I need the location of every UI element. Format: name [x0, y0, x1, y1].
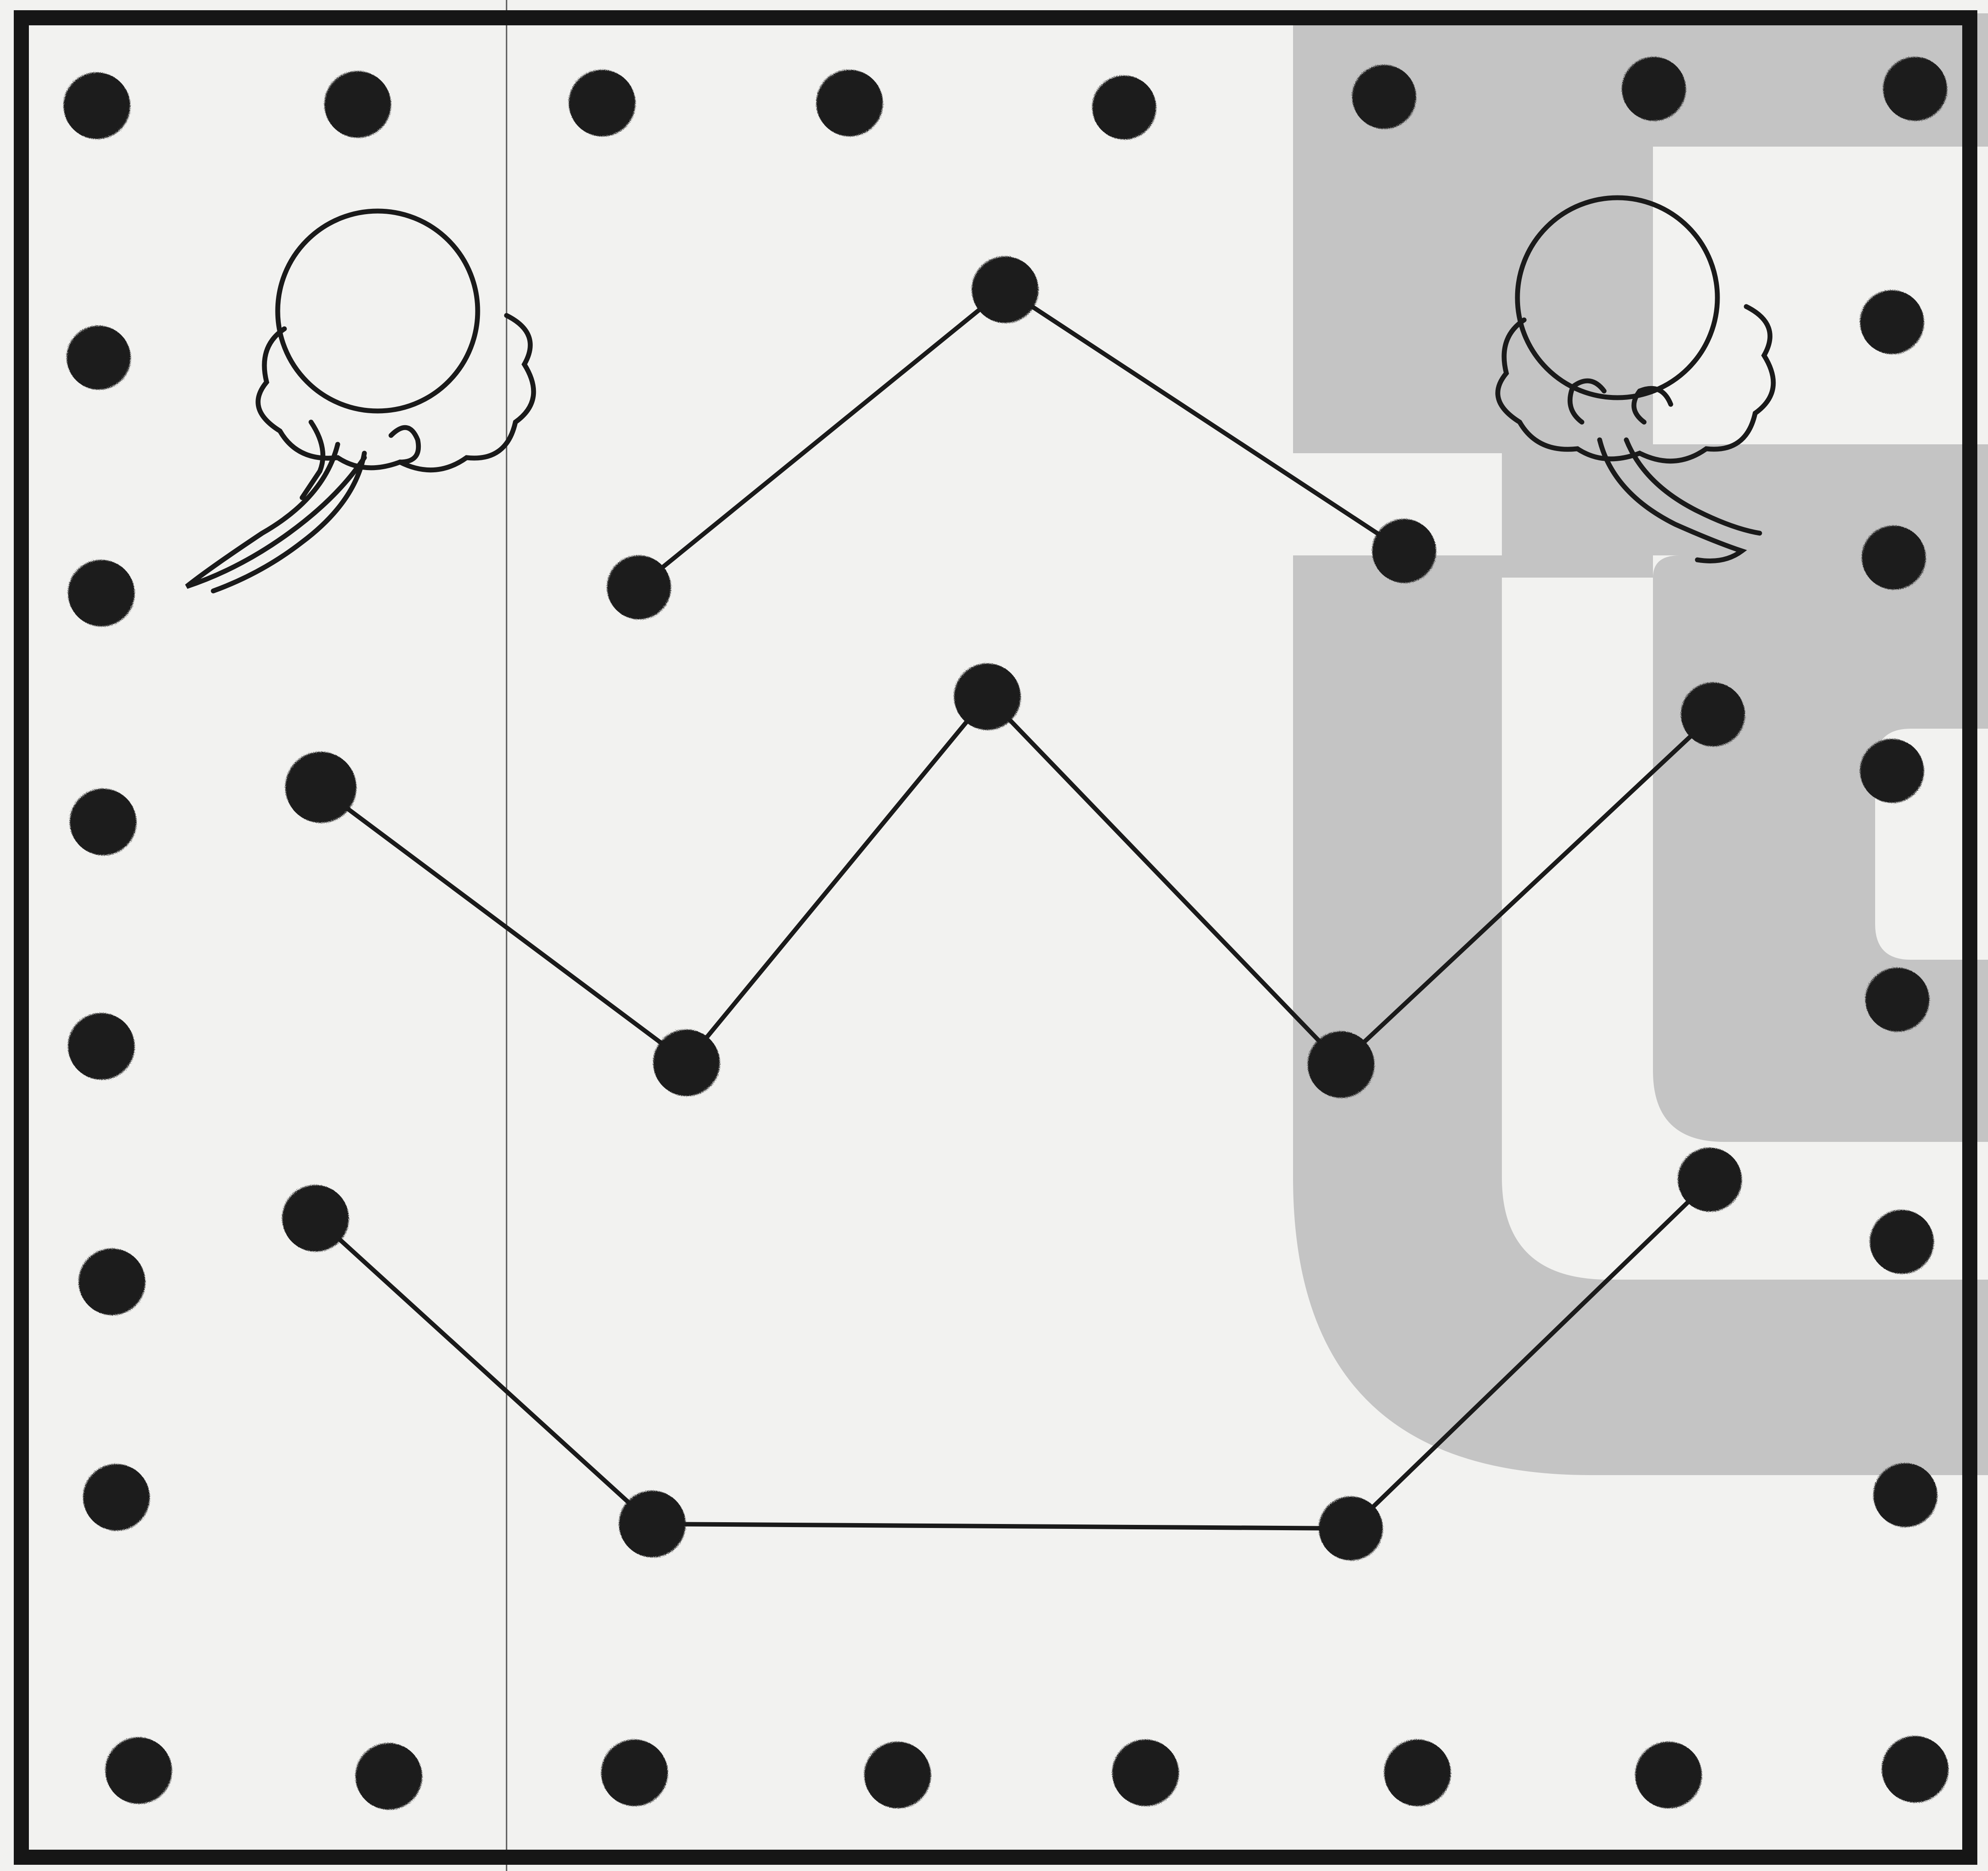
border-star: [1384, 1739, 1451, 1806]
border-star: [1622, 57, 1686, 121]
constellation-star: [282, 1185, 349, 1252]
constellation-star: [1372, 519, 1436, 583]
border-star: [68, 1013, 135, 1080]
constellation-star: [954, 663, 1021, 730]
constellation-star: [607, 555, 671, 619]
border-star: [64, 72, 130, 139]
constellation-star: [619, 1491, 686, 1557]
border-star: [1882, 1736, 1948, 1803]
border-star: [68, 560, 135, 626]
border-star: [601, 1739, 668, 1806]
border-star: [816, 70, 883, 136]
border-star: [355, 1743, 422, 1810]
constellation-star: [653, 1029, 720, 1096]
border-star: [569, 70, 635, 136]
border-star: [1352, 65, 1416, 129]
border-star: [1860, 290, 1924, 354]
border-star: [1883, 57, 1947, 121]
constellation-star: [1319, 1496, 1383, 1560]
border-star: [105, 1737, 172, 1804]
border-star: [1862, 526, 1926, 590]
constellation-star: [285, 752, 356, 823]
border-star: [79, 1249, 145, 1315]
border-star: [1873, 1463, 1937, 1527]
border-star: [1635, 1742, 1702, 1808]
border-star: [864, 1742, 931, 1808]
border-star: [1870, 1210, 1934, 1274]
border-star: [1092, 76, 1156, 140]
constellation-star: [1308, 1031, 1374, 1098]
border-star: [324, 71, 391, 138]
constellation-star: [1678, 1148, 1742, 1212]
border-star: [83, 1464, 150, 1531]
border-star: [1865, 968, 1929, 1032]
border-star: [70, 789, 136, 855]
constellation-star: [1681, 682, 1745, 746]
constellation-star: [972, 256, 1038, 323]
border-star: [1860, 739, 1924, 803]
border-star: [1112, 1739, 1179, 1806]
border-star: [67, 326, 131, 390]
